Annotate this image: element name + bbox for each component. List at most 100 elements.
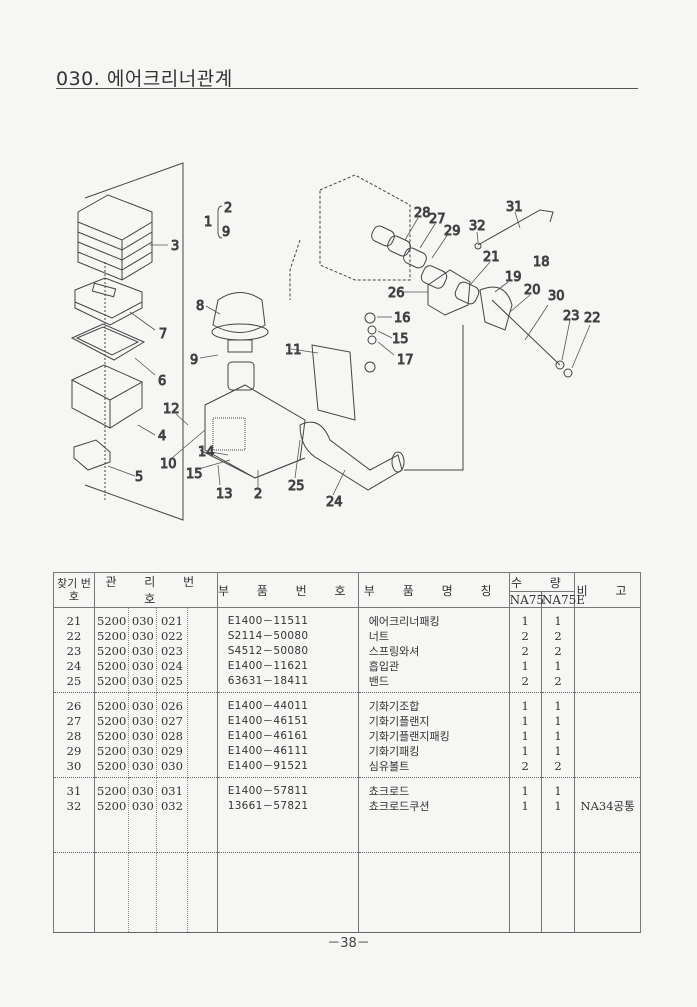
table-row-value: 63631－18411 [227,675,309,687]
table-row-value: 32 [66,799,82,813]
table-row-value: 1 [521,714,529,728]
table-row-value: 기화기패킹 [368,745,420,758]
table-row-value: 기화기조합 [368,700,420,713]
tray-shape [74,277,143,326]
table-row-value: 5200 [97,659,127,673]
remarks-cell [574,607,641,693]
nut-16-shape [364,312,376,324]
title-underline [56,88,638,89]
table-row-value: 22 [66,629,82,643]
callout-6: 6 [158,374,166,389]
table-header-row: 찾기 번호 관 리 번 호 부 품 번 호 부 품 명 칭 수 량 비 고 [53,571,641,608]
table-row-value [575,759,640,774]
table-row-value: 5200 [97,744,127,758]
spring-washer-shape [555,360,565,370]
table-row-value: 1 [554,729,562,743]
callout-29: 29 [444,224,461,239]
mgmt-no-blank-cell [186,777,218,853]
page-title: 030. 에어크리너관계 [56,64,233,91]
remarks-cell [574,692,641,778]
carburetor-shape [427,269,480,316]
table-subheader-row: NA75 NA75E [54,591,641,608]
air-cleaner-body-shape [199,361,306,479]
table-row-value: 032 [160,799,183,813]
table-row-value: E1400－44011 [227,700,309,712]
table-row-value: 심유볼트 [368,760,410,773]
table-row-value: 쵸크로드 [368,785,410,798]
callout-12: 12 [163,402,180,417]
table-row-value: 030 [131,759,154,773]
table-row-value [575,614,640,629]
callout-15: 15 [186,467,203,482]
table-row-value: 030 [131,674,154,688]
intake-hose-shape [299,421,403,491]
table-row-value: 5200 [97,784,127,798]
table-row-value [575,644,640,659]
table-row-value: 1 [554,714,562,728]
callout-18: 18 [533,255,550,270]
callout-8: 8 [196,299,204,314]
table-row-value: 1 [554,784,562,798]
table-row-value: 2 [554,759,562,773]
table-row-value: 5200 [97,714,127,728]
table-row-value: 024 [160,659,183,673]
table-row-value: 1 [521,614,529,628]
callout-30: 30 [548,289,565,304]
table-row-value [575,714,640,729]
header-remarks: 비 고 [574,572,641,608]
table-row-value: 030 [131,644,154,658]
table-row-value: 5200 [97,614,127,628]
table-row-value: 쵸크로드쿠션 [368,800,430,813]
table-row-value [575,674,640,689]
clip-shape [73,439,111,471]
table-row-value: 1 [554,744,562,758]
table-row-value: 026 [160,699,183,713]
nut-shape [563,368,573,378]
header-qty-na75e: NA75E [540,591,586,608]
table-row-value: 030 [131,659,154,673]
bracket-shape [311,344,356,421]
table-row-value: 1 [554,659,562,673]
table-row-value: E1400－46151 [227,715,309,727]
table-row-value: S4512－50080 [227,645,309,657]
hose-band-shape [391,451,405,473]
table-row-value: 13661－57821 [227,800,309,812]
table-row-value: 5200 [97,674,127,688]
callout-19: 19 [505,270,522,285]
callout-7: 7 [159,327,167,342]
table-row-value: 030 [160,759,183,773]
callout-9: 9 [222,225,230,240]
table-row-value: 029 [160,744,183,758]
table-row-value: 27 [66,714,82,728]
callout-24: 24 [326,495,343,510]
part-name-cell [357,852,510,933]
table-row-value: 31 [66,784,82,798]
table-row-value [575,659,640,674]
table-row-value: E1400－11511 [227,615,309,627]
table-row-value: 24 [66,659,82,673]
qty-na75e-cell [540,852,576,933]
callout-13: 13 [216,487,233,502]
table-row-value: 027 [160,714,183,728]
table-row-group [53,852,641,933]
table-row-value: E1400－11621 [227,660,309,672]
callout-2: 2 [224,201,232,216]
engine-outline [319,174,411,281]
callout-labels: 1 2 9 3 7 6 4 5 8 9 11 12 10 14 15 13 2 … [135,200,602,511]
table-row-value: 2 [554,644,562,658]
table-row-value: 1 [521,699,529,713]
section-title: 에어크리너관계 [106,68,233,90]
